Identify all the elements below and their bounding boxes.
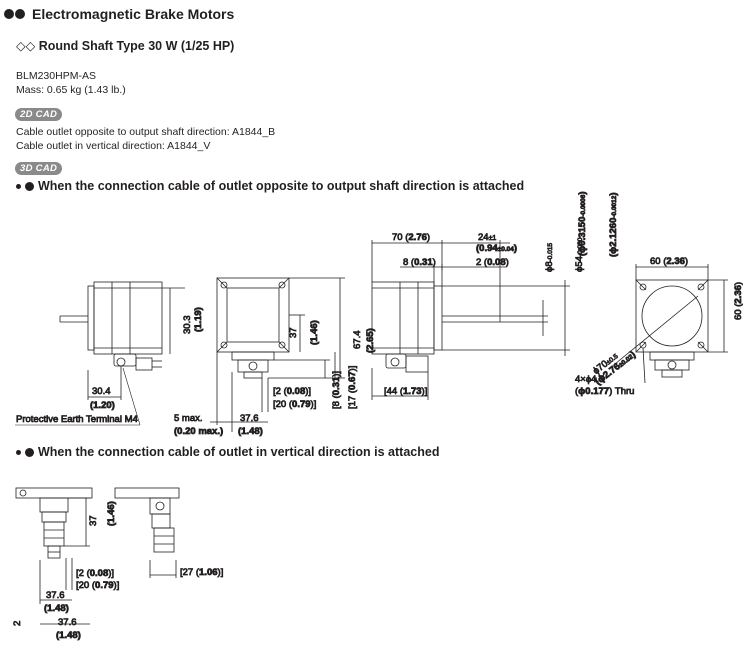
dim-30-3: 30.3 xyxy=(182,316,193,335)
cad-2d-badge[interactable]: 2D CAD xyxy=(15,104,63,122)
dim-0-94: (0.94±0.04) xyxy=(476,243,517,254)
dim-holes-in: (ϕ0.177) Thru xyxy=(575,386,634,397)
flange-view xyxy=(614,264,728,384)
dim-2-65: (2.65) xyxy=(365,328,376,353)
cad-3d-badge[interactable]: 3D CAD xyxy=(15,158,63,176)
dim-37-6-c: 37.6 xyxy=(58,617,77,628)
dim-1-48-v: (1.48) xyxy=(44,603,69,614)
dim-5-max: 5 max. xyxy=(174,413,203,424)
page-title: Electromagnetic Brake Motors xyxy=(4,6,234,22)
dim-1-19: (1.19) xyxy=(193,307,204,332)
dim-37-6-a: 37.6 xyxy=(240,413,259,424)
dim-2-v: [2 (0.08)] xyxy=(76,568,114,579)
dim-20-a: [20 (0.79)] xyxy=(273,399,316,410)
section-heading-vertical: When the connection cable of outlet in v… xyxy=(16,445,439,459)
dim-20-v: [20 (0.79)] xyxy=(76,580,119,591)
dim-phi2-1260: (ϕ2.1260-0.0012) xyxy=(608,192,619,257)
dim-60-side: 60 (2.36) xyxy=(733,282,743,320)
cad-2d-label: 2D CAD xyxy=(15,108,63,121)
dim-70: 70 (2.76) xyxy=(392,232,430,243)
dim-1-46: (1.46) xyxy=(309,320,320,345)
dim-37: 37 xyxy=(288,327,299,338)
dim-1-48-a: (1.48) xyxy=(238,426,263,437)
front-view-flange xyxy=(210,277,345,432)
dim-8-b: 8 (0.31) xyxy=(403,257,436,268)
dim-1-48-c: (1.48) xyxy=(56,630,81,641)
dim-1-46-v: (1.46) xyxy=(106,501,117,526)
page-title-text: Electromagnetic Brake Motors xyxy=(32,6,235,22)
small-dot-icon xyxy=(16,449,21,455)
diamond-bullets-icon: ◇◇ xyxy=(16,39,36,53)
section-heading-vertical-text: When the connection cable of outlet in v… xyxy=(38,445,440,459)
dim-0-20-max: (0.20 max.) xyxy=(174,426,223,437)
model-number: BLM230HPM-AS xyxy=(16,70,96,82)
dim-37-v: 37 xyxy=(88,515,99,526)
dim-30-4: 30.4 xyxy=(92,386,111,397)
cad-file-list: Cable outlet opposite to output shaft di… xyxy=(16,125,275,153)
dim-holes: 4×ϕ4.5 xyxy=(575,374,604,385)
subtitle-text: Round Shaft Type 30 W (1/25 HP) xyxy=(38,39,235,53)
cad-file-opposite[interactable]: Cable outlet opposite to output shaft di… xyxy=(16,126,276,138)
dim-60: 60 (2.36) xyxy=(650,256,688,267)
cad-file-vertical[interactable]: Cable outlet in vertical direction: A184… xyxy=(16,140,211,152)
dim-2-a: [2 (0.08)] xyxy=(273,386,311,397)
product-info: BLM230HPM-AS Mass: 0.65 kg (1.43 lb.) xyxy=(16,69,126,97)
dim-17: [17 (0.67)] xyxy=(347,366,358,409)
dim-8-a: [8 (0.31)] xyxy=(331,371,342,409)
dim-phi8: ϕ8-0.015 xyxy=(544,243,555,272)
dim-phi54: ϕ54-0.030 xyxy=(574,237,585,272)
vertical-view-side xyxy=(114,487,180,578)
dim-67-4: 67.4 xyxy=(352,331,363,350)
bullet-dots-icon xyxy=(4,6,26,22)
dim-24: 24±1 xyxy=(478,232,496,243)
small-dot-icon xyxy=(16,183,21,189)
large-dot-icon xyxy=(25,181,34,191)
mass-text: Mass: 0.65 kg (1.43 lb.) xyxy=(16,84,126,96)
section-heading-opposite-text: When the connection cable of outlet oppo… xyxy=(38,179,525,193)
product-subtitle: ◇◇ Round Shaft Type 30 W (1/25 HP) xyxy=(16,38,234,53)
dim-phi0-3150: (ϕ0.3150-0.0006) xyxy=(577,191,588,256)
dim-37-6-v: 37.6 xyxy=(46,590,65,601)
dim-cropped-a: 2 xyxy=(12,621,23,626)
dim-44: [44 (1.73)] xyxy=(384,386,427,397)
dim-27: [27 (1.06)] xyxy=(180,567,223,578)
side-view-left xyxy=(15,281,185,426)
dim-1-20: (1.20) xyxy=(90,400,115,411)
cad-3d-label: 3D CAD xyxy=(15,162,63,175)
section-heading-opposite: When the connection cable of outlet oppo… xyxy=(16,179,524,193)
dim-2-b: 2 (0.08) xyxy=(476,257,509,268)
vertical-view-front xyxy=(15,487,93,604)
side-view-right xyxy=(371,240,570,400)
large-dot-icon xyxy=(25,447,34,457)
pe-terminal-label: Protective Earth Terminal M4 xyxy=(16,414,138,425)
